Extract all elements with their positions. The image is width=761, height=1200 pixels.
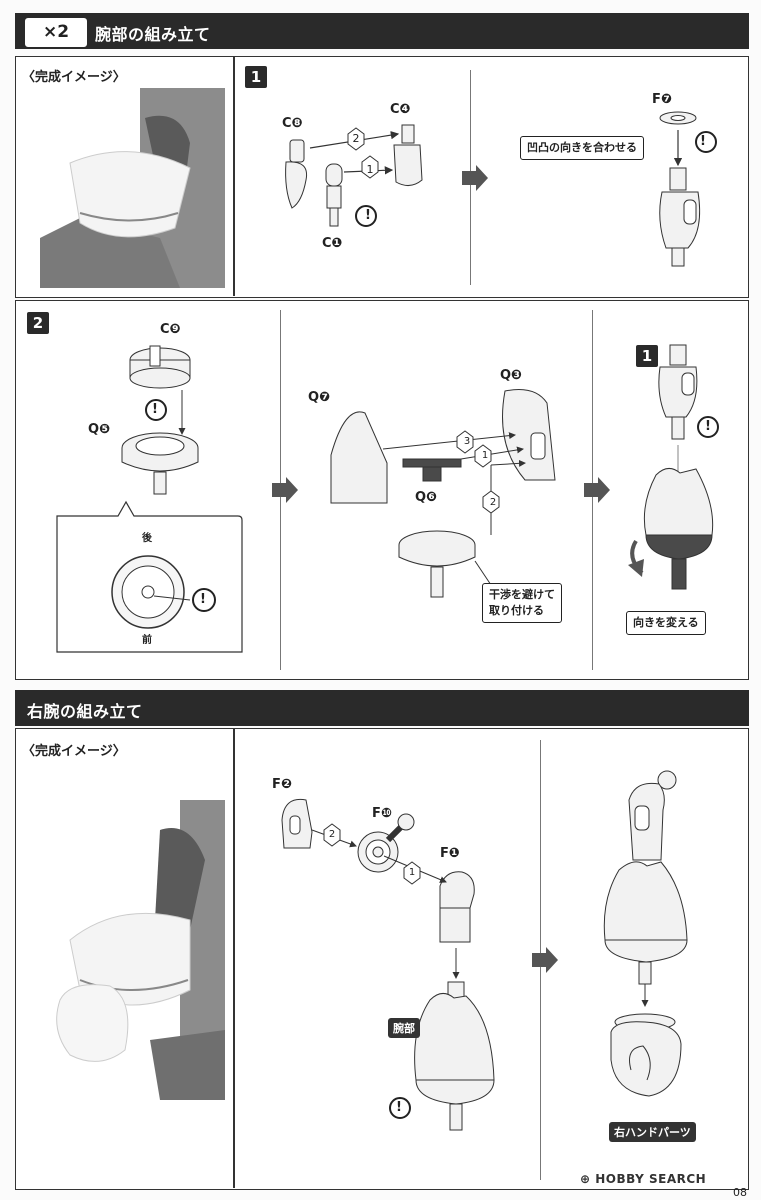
arrow-right-icon <box>584 477 610 503</box>
section-header-arm: ×2 腕部の組み立て <box>15 13 749 49</box>
preview-label: 〈完成イメージ〉 <box>22 744 126 759</box>
step-ref-badge: 1 <box>636 345 658 367</box>
right-arm-assembly-diagram <box>281 798 495 1131</box>
part-label-c8: C❽ <box>282 116 303 131</box>
caution-icon: ! <box>200 592 206 607</box>
part-label-q3: Q❸ <box>500 368 523 383</box>
step2-assembly-diagram <box>330 389 556 598</box>
divider <box>233 729 235 1188</box>
order-badge: 1 <box>481 450 489 461</box>
step-number: 1 <box>245 66 267 88</box>
callout-rotate: 向きを変える <box>626 611 706 635</box>
part-label-q5: Q❺ <box>88 422 111 437</box>
page-number: 08 <box>733 1186 747 1199</box>
hand-label: 右ハンドパーツ <box>609 1122 696 1142</box>
caution-icon: ! <box>396 1100 402 1115</box>
direction-front: 前 <box>142 635 152 646</box>
right-arm-result-diagram <box>603 770 688 1097</box>
preview-label: 〈完成イメージ〉 <box>22 70 126 85</box>
caution-icon: ! <box>365 208 371 223</box>
arm-label: 腕部 <box>388 1018 420 1038</box>
order-badge: 2 <box>489 497 497 508</box>
arrow-right-icon <box>462 165 488 191</box>
step-number: 2 <box>27 312 49 334</box>
part-label-c4: C❹ <box>390 102 411 117</box>
preview-image <box>40 800 225 1100</box>
section-title: 右腕の組み立て <box>27 702 143 721</box>
order-badge: 1 <box>366 163 374 176</box>
callout-align: 凹凸の向きを合わせる <box>520 136 644 160</box>
divider <box>233 57 235 296</box>
watermark: ⊕ HOBBY SEARCH <box>580 1172 707 1186</box>
part-label-f10: F❿ <box>372 806 392 821</box>
step2-result-diagram <box>628 344 719 590</box>
section-title: 腕部の組み立て <box>95 25 211 44</box>
arrow-right-icon <box>532 947 558 973</box>
part-label-c9: C❾ <box>160 322 181 337</box>
hobby-search-logo-icon: ⊕ <box>580 1172 596 1186</box>
direction-back: 後 <box>142 533 152 544</box>
caution-icon: ! <box>152 402 158 417</box>
step1-result-diagram <box>659 111 717 267</box>
order-badge: 1 <box>408 867 416 878</box>
arrow-right-icon <box>272 477 298 503</box>
callout-avoid-interference: 干渉を避けて 取り付ける <box>482 583 562 623</box>
multiplier-badge: ×2 <box>25 18 87 47</box>
part-label-f2: F❷ <box>272 777 292 792</box>
order-badge: 2 <box>352 132 360 145</box>
caution-icon: ! <box>700 134 706 149</box>
order-badge: 2 <box>328 829 336 840</box>
caution-icon: ! <box>705 419 711 434</box>
section-header-right-arm: 右腕の組み立て <box>15 690 749 726</box>
step1-assembly-diagram <box>285 124 423 227</box>
preview-image <box>40 88 225 288</box>
order-badge: 3 <box>463 436 471 447</box>
step2-part-diagram <box>56 345 243 653</box>
part-label-q6: Q❻ <box>415 490 438 505</box>
part-label-f1: F❶ <box>440 846 460 861</box>
part-label-q7: Q❼ <box>308 390 331 405</box>
part-label-c1: C❶ <box>322 236 343 251</box>
part-label-f7: F❼ <box>652 92 672 107</box>
